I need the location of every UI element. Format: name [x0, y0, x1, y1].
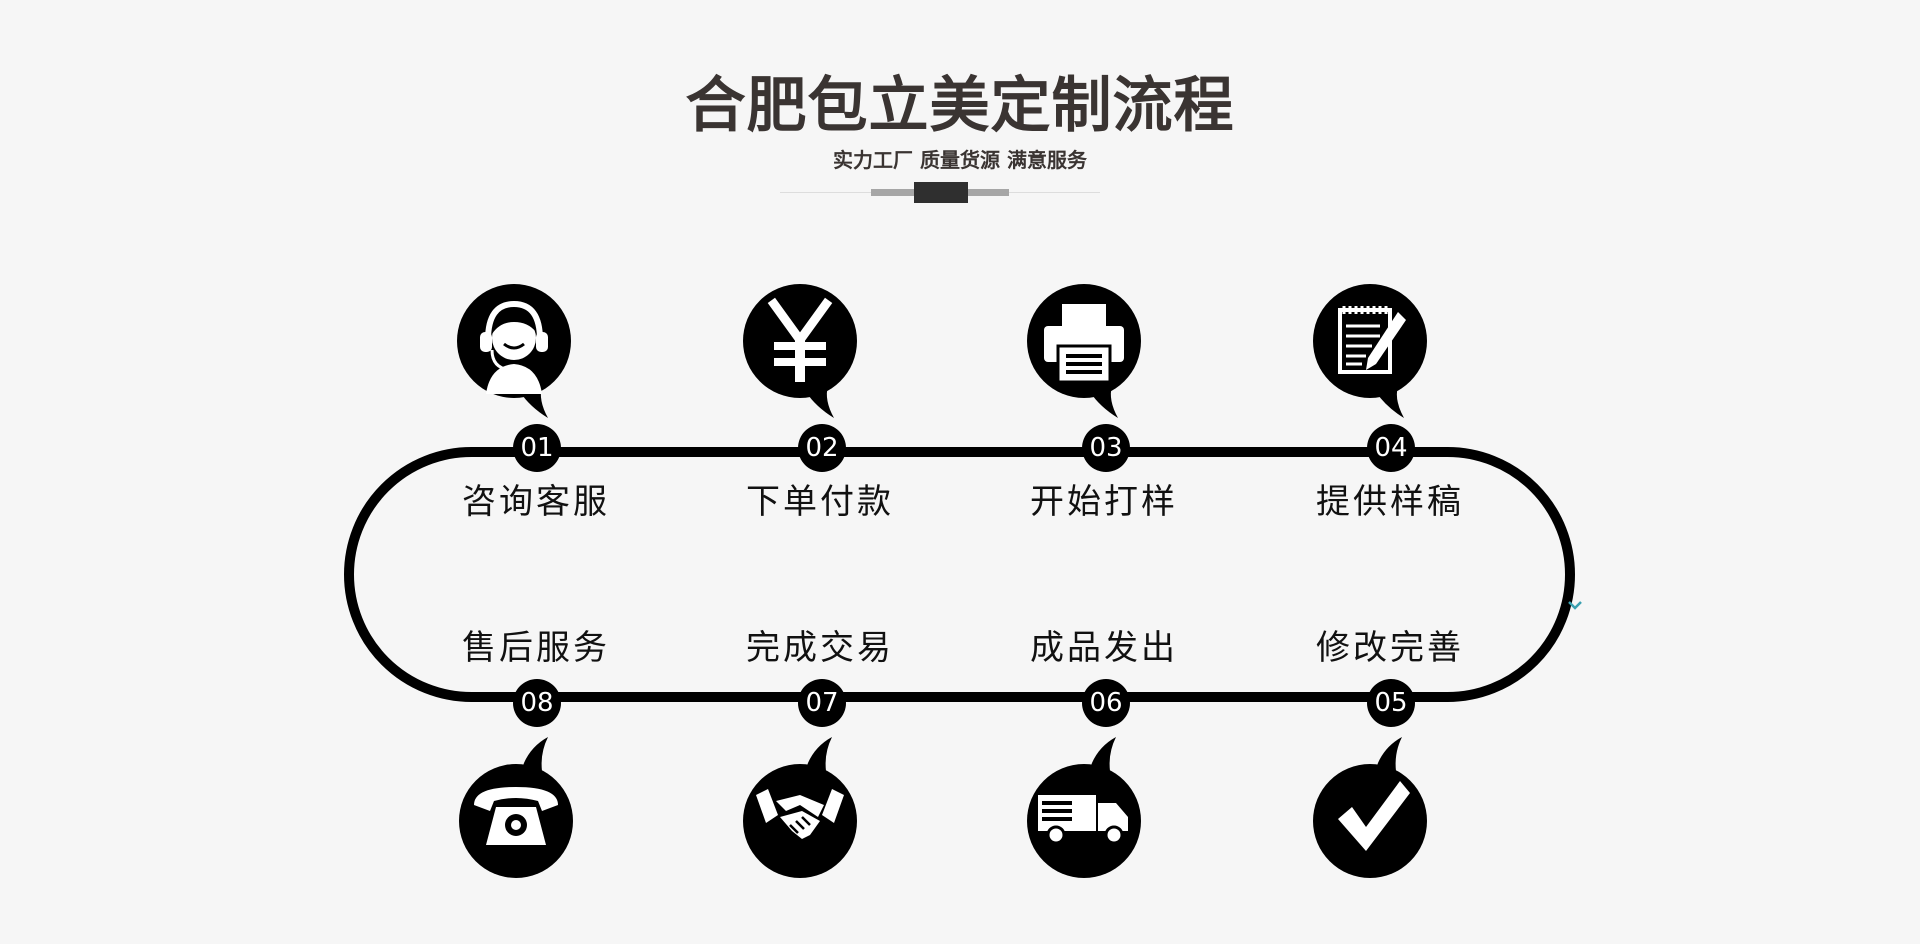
step-number-badge: 05 [1367, 679, 1415, 727]
step-label: 开始打样 [1030, 482, 1178, 522]
step-number-badge: 04 [1367, 424, 1415, 472]
step-label: 提供样稿 [1316, 482, 1464, 522]
step-label: 成品发出 [1030, 628, 1178, 668]
step-number-badge: 03 [1082, 424, 1130, 472]
chevron-down-icon [1568, 601, 1582, 610]
flow-loop-track [344, 447, 1575, 702]
step-label: 咨询客服 [462, 482, 610, 522]
page-subtitle: 实力工厂 质量货源 满意服务 [833, 148, 1087, 172]
step-label: 下单付款 [746, 482, 894, 522]
checkmark-icon [1313, 737, 1427, 878]
printer-icon [1027, 284, 1141, 418]
handshake-icon [743, 737, 857, 878]
step-number-badge: 01 [513, 424, 561, 472]
yen-icon [743, 284, 857, 418]
step-label: 售后服务 [462, 628, 610, 668]
step-label: 完成交易 [746, 628, 894, 668]
page-title: 合肥包立美定制流程 [685, 71, 1235, 141]
step-number-badge: 06 [1082, 679, 1130, 727]
notepad-pen-icon [1313, 284, 1427, 418]
step-label: 修改完善 [1316, 628, 1464, 668]
step-number-badge: 08 [513, 679, 561, 727]
step-number-badge: 02 [798, 424, 846, 472]
step-number-badge: 07 [798, 679, 846, 727]
telephone-icon [459, 737, 573, 878]
headset-icon [457, 284, 571, 418]
title-divider-dark-block [914, 182, 968, 203]
truck-icon [1027, 737, 1141, 878]
